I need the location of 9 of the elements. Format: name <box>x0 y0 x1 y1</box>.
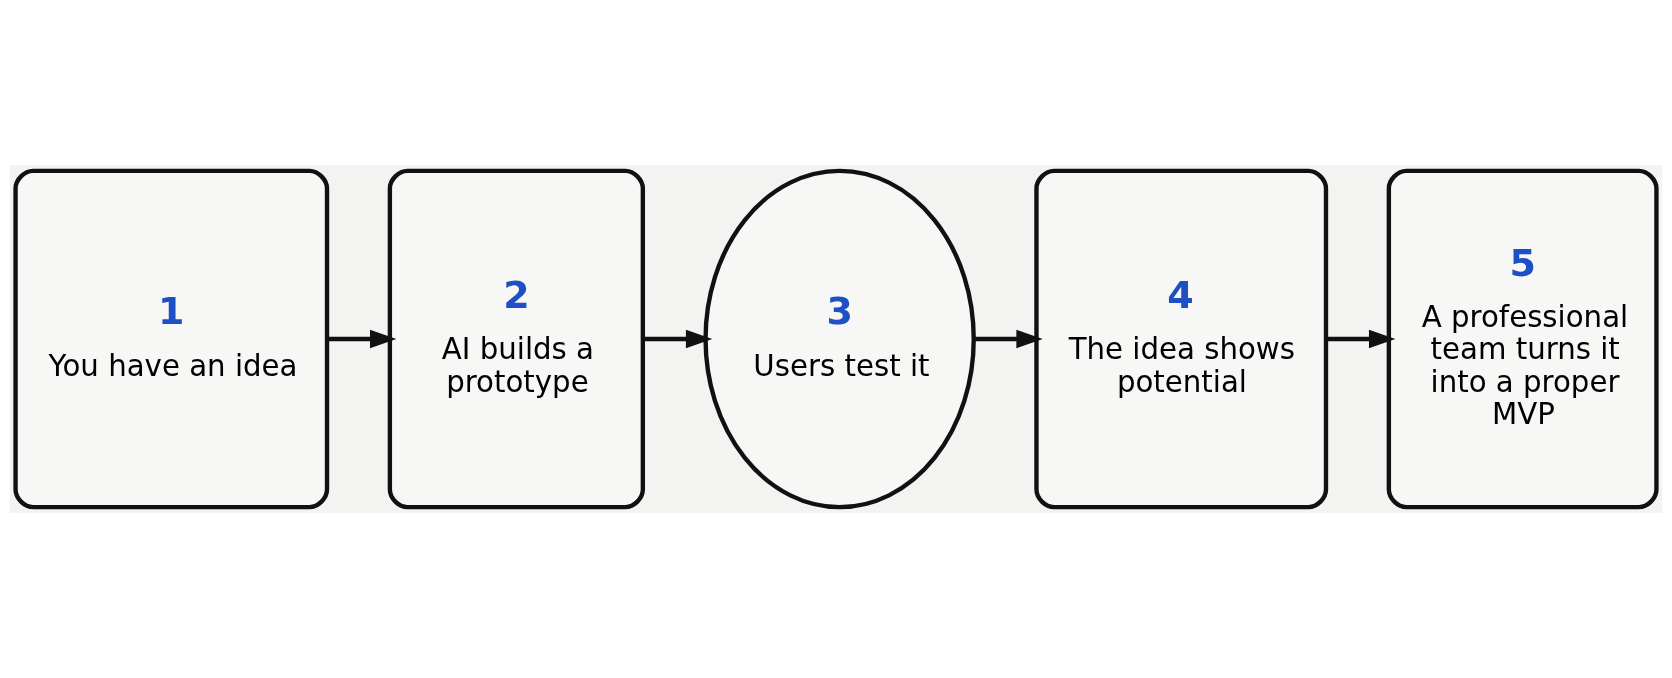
node-box: 5 A professional team turns it into a proper MVP <box>1386 168 1659 510</box>
arrow <box>974 329 1043 349</box>
node-box: 4 The idea shows potential <box>1034 168 1329 510</box>
node-box: 2 AI builds a prototype <box>387 168 646 510</box>
arrow <box>643 329 713 349</box>
arrow <box>1326 329 1396 349</box>
node-ellipse: 3 Users test it <box>703 168 976 510</box>
node-box: 1 You have an idea <box>13 168 330 510</box>
arrow <box>327 329 397 349</box>
